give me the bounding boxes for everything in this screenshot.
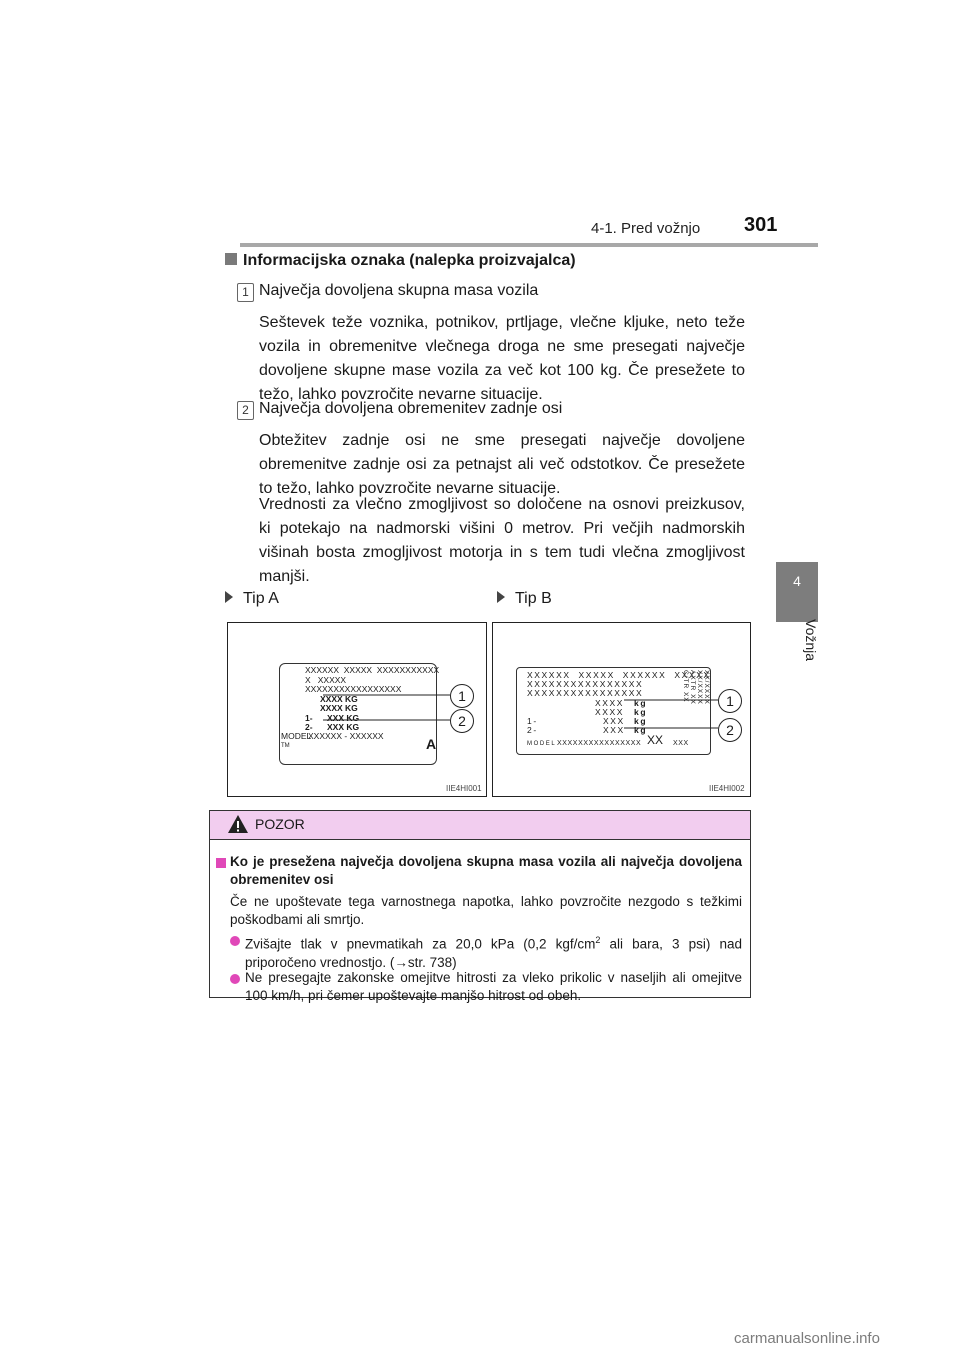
leader-lines-a [323,694,450,721]
warning-square-bullet-icon [216,858,226,868]
item-1-paragraph: Seštevek teže voznika, potnikov, prtljag… [259,314,745,403]
triangle-bullet-icon [497,591,505,603]
item-2-paragraph-1: Obtežitev zadnje osi ne sme presegati na… [259,432,745,497]
figure-tip-b [492,622,751,797]
page-number: 301 [744,214,778,236]
square-bullet-icon [225,253,237,265]
item-number-1: 1 [237,283,254,302]
triangle-bullet-icon [225,591,233,603]
item-2-paragraph-2: Vrednosti za vlečno zmogljivost so določ… [259,496,745,585]
section-heading: Informacijska oznaka (nalepka proizvajal… [225,252,576,270]
chapter-label: Vožnja [803,619,819,662]
warning-title: POZOR [255,816,305,832]
item-title-2: Največja dovoljena obremenitev zadnje os… [259,400,563,417]
warning-bullet-icon [230,936,240,946]
figure-b-caption: IIE4HI002 [709,784,745,793]
tip-b-label: Tip B [497,590,552,608]
warning-triangle-icon [228,815,248,833]
watermark: carmanualsonline.info [734,1330,880,1347]
warning-subheading: Ko je presežena največja dovoljena skupn… [230,854,742,887]
warning-header [210,811,750,840]
callout-1-b: 1 [718,689,742,713]
warning-bullet-2: Ne presegajte zakonske omejitve hitrosti… [245,970,742,1003]
header-rule [240,243,818,247]
callout-1-a: 1 [450,684,474,708]
chapter-number: 4 [793,573,801,589]
leader-lines-b [624,699,718,729]
warning-bullet-1: Zvišajte tlak v pnevmatikah za 20,0 kPa … [245,935,742,970]
warning-box [209,810,751,998]
heading-text: Informacijska oznaka (nalepka proizvajal… [243,252,576,269]
chapter-tab [776,562,818,622]
figure-tip-a [227,622,487,797]
section-title: 4-1. Pred vožnjo [591,220,701,237]
manufacturer-label-a: XXXXXX XXXXX XXXXXXXXXXX X XXXXX XXXXXXX… [279,663,439,765]
item-title-1: Največja dovoljena skupna masa vozila [259,282,539,299]
callout-2-a: 2 [450,709,474,733]
warning-body: Če ne upoštevate tega varnostnega napotk… [230,894,742,927]
item-number-2: 2 [237,401,254,420]
figure-a-caption: IIE4HI001 [446,784,482,793]
tip-a-label: Tip A [225,590,279,608]
manufacturer-label-b: XXXXXX XXXXX XXXXXX XXXXX XXXXXXXXXXXXXX… [516,667,711,755]
callout-2-b: 2 [718,718,742,742]
warning-bullet-icon [230,974,240,984]
